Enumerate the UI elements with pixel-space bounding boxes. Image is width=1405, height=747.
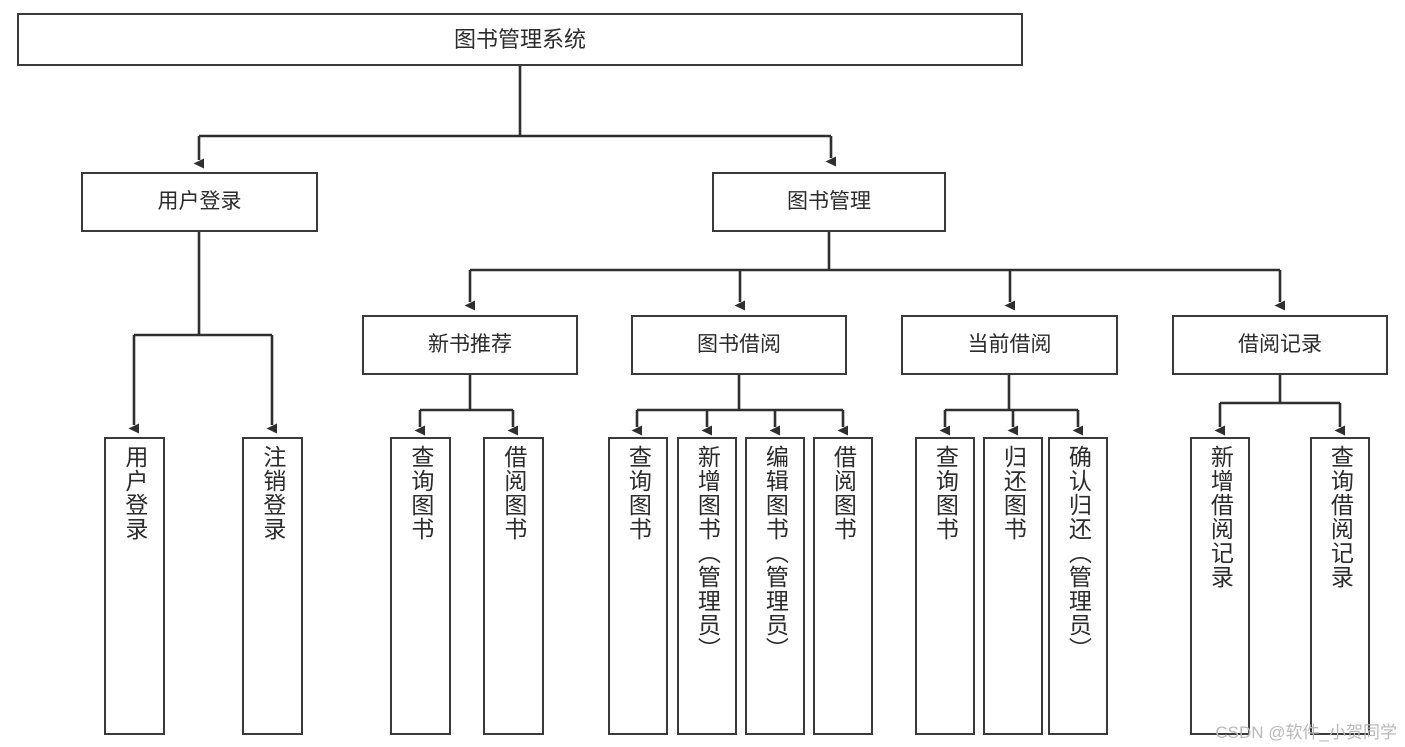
- leaf-query-book-current[interactable]: 查询图书: [915, 437, 975, 735]
- node-book-borrow[interactable]: 图书借阅: [631, 315, 847, 375]
- node-label: 查询借阅记录: [1327, 445, 1354, 589]
- node-user-login[interactable]: 用户登录: [81, 172, 318, 232]
- node-label: 图书管理: [787, 189, 871, 213]
- leaf-query-borrow-record[interactable]: 查询借阅记录: [1310, 437, 1370, 735]
- node-label: 确认归还（管理员）: [1065, 445, 1092, 661]
- leaf-confirm-return-admin[interactable]: 确认归还（管理员）: [1048, 437, 1108, 735]
- leaf-borrow-book-recommend[interactable]: 借阅图书: [483, 437, 544, 735]
- leaf-add-book-admin[interactable]: 新增图书（管理员）: [677, 437, 737, 735]
- node-label: 借阅记录: [1238, 332, 1322, 356]
- node-label: 新增借阅记录: [1207, 445, 1234, 589]
- leaf-query-book-recommend[interactable]: 查询图书: [390, 437, 451, 735]
- leaf-borrow-book[interactable]: 借阅图书: [813, 437, 873, 735]
- node-label: 查询图书: [932, 445, 959, 541]
- node-label: 用户登录: [157, 189, 242, 213]
- leaf-query-book-borrow[interactable]: 查询图书: [608, 437, 668, 735]
- node-label: 当前借阅: [967, 332, 1052, 356]
- node-label: 归还图书: [1000, 445, 1027, 541]
- node-current-borrow[interactable]: 当前借阅: [901, 315, 1118, 375]
- node-label: 图书借阅: [697, 332, 781, 356]
- node-label: 注销登录: [259, 445, 286, 541]
- node-label: 图书管理系统: [453, 26, 586, 52]
- node-label: 借阅图书: [500, 445, 527, 541]
- node-label: 编辑图书（管理员）: [762, 445, 789, 661]
- node-label: 查询图书: [625, 445, 652, 541]
- leaf-add-borrow-record[interactable]: 新增借阅记录: [1190, 437, 1250, 735]
- node-borrow-record[interactable]: 借阅记录: [1172, 315, 1388, 375]
- node-new-book-recommend[interactable]: 新书推荐: [362, 315, 578, 375]
- leaf-logout[interactable]: 注销登录: [242, 437, 303, 735]
- node-label: 查询图书: [407, 445, 434, 541]
- leaf-user-login[interactable]: 用户登录: [104, 437, 165, 735]
- node-label: 用户登录: [121, 445, 148, 541]
- node-label: 新书推荐: [428, 332, 512, 356]
- node-book-management[interactable]: 图书管理: [712, 172, 946, 232]
- leaf-return-book[interactable]: 归还图书: [983, 437, 1043, 735]
- leaf-edit-book-admin[interactable]: 编辑图书（管理员）: [745, 437, 805, 735]
- node-label: 新增图书（管理员）: [694, 445, 721, 661]
- watermark: CSDN @软件_小贺同学: [1215, 723, 1397, 742]
- node-label: 借阅图书: [830, 445, 857, 541]
- node-root-system[interactable]: 图书管理系统: [17, 13, 1023, 66]
